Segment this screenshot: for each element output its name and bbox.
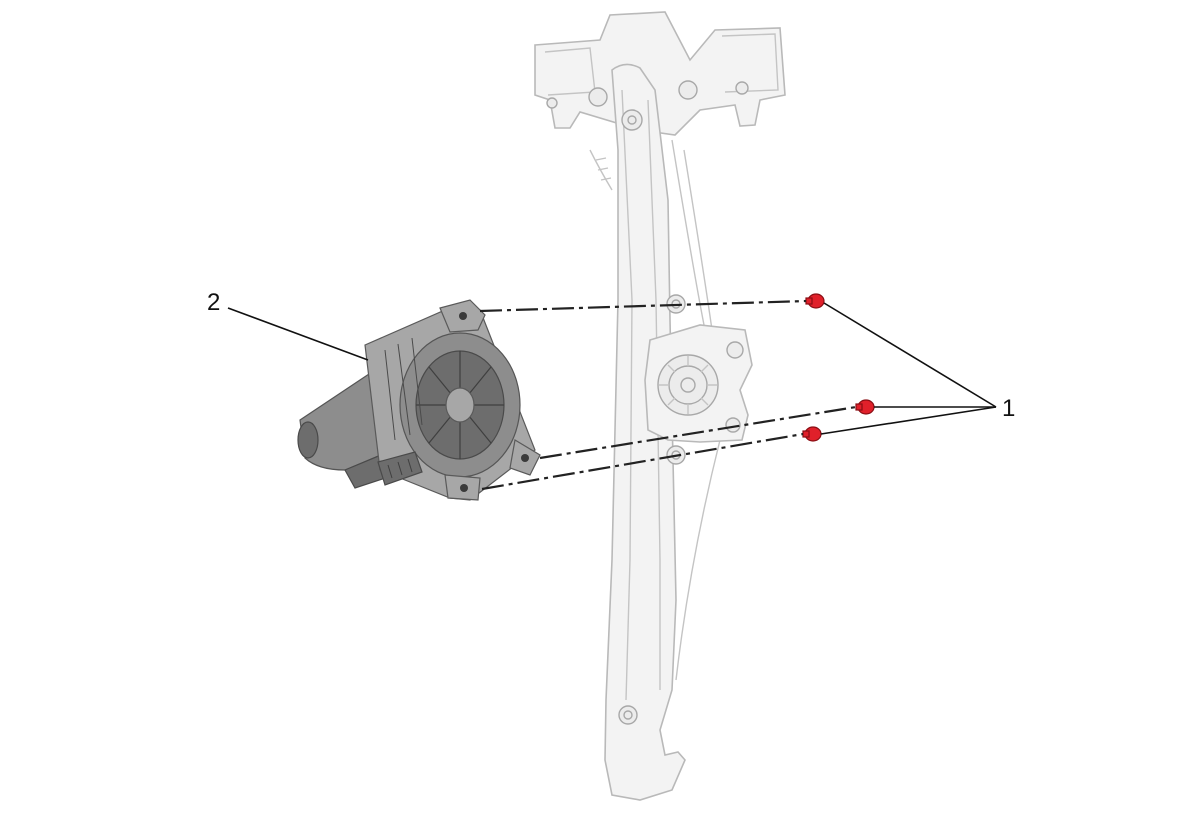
alignment-line-lower	[481, 432, 804, 491]
window-regulator-assembly	[534, 11, 786, 801]
leader-line-1c	[820, 406, 997, 435]
alignment-line-upper	[479, 299, 807, 313]
callout-label-bolts: 1	[1002, 395, 1015, 422]
bolt-middle	[855, 399, 875, 415]
assembly-alignment-lines	[479, 299, 857, 491]
leader-line-1a	[823, 302, 997, 408]
bolts	[802, 293, 875, 442]
callout-1: 1	[820, 302, 1015, 435]
callout-label-motor: 2	[207, 289, 220, 316]
regulator-drum-plate	[644, 294, 753, 465]
window-motor	[297, 299, 541, 501]
callout-2: 2	[207, 289, 369, 361]
bolt-upper	[805, 293, 825, 309]
regulator-rail	[604, 63, 721, 801]
regulator-top-bracket	[534, 11, 786, 191]
bolt-lower	[802, 426, 822, 442]
leader-line-2	[227, 307, 369, 361]
alignment-line-middle	[539, 405, 857, 460]
